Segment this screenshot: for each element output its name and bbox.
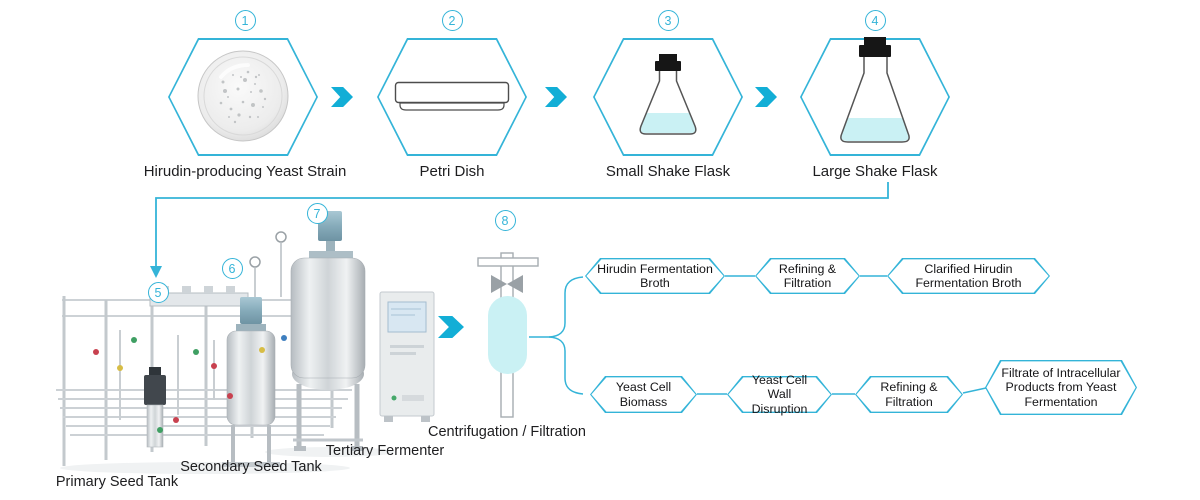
chip-label: Yeast Cell Biomass bbox=[615, 380, 672, 409]
chip-fill bbox=[856, 377, 961, 411]
chip-fill bbox=[888, 259, 1048, 292]
primary-seed-tank-graphic bbox=[144, 367, 166, 448]
secondary-seed-tank-graphic bbox=[222, 297, 280, 467]
step-6-badge: 6 bbox=[221, 257, 243, 279]
stage4-to-stage5-connector bbox=[150, 182, 889, 278]
arrow-right-icon bbox=[545, 87, 567, 107]
chip-label: Yeast Cell Wall Disruption bbox=[751, 372, 808, 416]
stage-3-label: Small Shake Flask bbox=[605, 163, 731, 180]
tertiary-fermenter-label: Tertiary Fermenter bbox=[325, 443, 445, 459]
chip-label: Hirudin Fermentation Broth bbox=[597, 261, 713, 290]
large-shake-flask-icon bbox=[840, 37, 910, 143]
chip-yeast-cell-wall-disruption: Yeast Cell Wall Disruption bbox=[727, 372, 832, 416]
stage-1-label: Hirudin-producing Yeast Strain bbox=[143, 163, 347, 180]
yeast-strain-petri-photo-icon bbox=[197, 50, 289, 142]
chip-fill bbox=[756, 259, 858, 292]
chip-yeast-cell-biomass: Yeast Cell Biomass bbox=[590, 376, 697, 413]
stage-2-hexagon bbox=[377, 38, 527, 156]
down-arrowhead-icon bbox=[150, 266, 162, 278]
stage-2-label: Petri Dish bbox=[419, 163, 485, 180]
arrow-right-icon bbox=[755, 87, 777, 107]
chip-fill bbox=[986, 361, 1135, 413]
stage-3-hexagon bbox=[593, 38, 743, 156]
valve-dots bbox=[93, 335, 287, 433]
valve-bowtie-icon bbox=[491, 275, 523, 293]
step-7-badge: 7 bbox=[306, 202, 328, 224]
step-4-badge: 4 bbox=[864, 9, 886, 31]
chip-refining-filtration-top: Refining & Filtration bbox=[755, 258, 860, 294]
secondary-seed-tank-label: Secondary Seed Tank bbox=[180, 459, 322, 475]
step-8-badge: 8 bbox=[494, 209, 516, 231]
chip-label: Refining & Filtration bbox=[880, 380, 938, 409]
petri-dish-side-icon bbox=[394, 81, 510, 111]
branch-bracket bbox=[529, 275, 987, 395]
step-5-badge: 5 bbox=[147, 281, 169, 303]
stage-1-hexagon bbox=[168, 38, 318, 156]
tertiary-fermenter-graphic bbox=[290, 211, 366, 451]
primary-seed-tank-label: Primary Seed Tank bbox=[55, 474, 179, 490]
stage-4-hexagon bbox=[800, 37, 950, 156]
arrow-right-icon bbox=[438, 316, 464, 338]
small-shake-flask-icon bbox=[639, 54, 697, 135]
stage-4-label: Large Shake Flask bbox=[812, 163, 938, 180]
control-cabinet-graphic bbox=[379, 291, 435, 422]
chip-filtrate-intracellular-products: Filtrate of Intracellular Products from … bbox=[985, 360, 1137, 415]
chip-label: Filtrate of Intracellular Products from … bbox=[1001, 365, 1121, 409]
chip-fill bbox=[586, 259, 723, 292]
step-2-badge: 2 bbox=[441, 9, 463, 31]
step-3-badge: 3 bbox=[657, 9, 679, 31]
fermentation-equipment-illustration bbox=[56, 211, 435, 474]
chip-fill bbox=[728, 377, 830, 411]
centrifugation-column-graphic bbox=[477, 252, 539, 418]
chip-refining-filtration-bottom: Refining & Filtration bbox=[855, 376, 963, 413]
arrow-right-icon bbox=[331, 87, 353, 107]
chip-label: Clarified Hirudin Fermentation Broth bbox=[915, 261, 1022, 290]
chip-hirudin-fermentation-broth: Hirudin Fermentation Broth bbox=[585, 258, 725, 294]
chip-label: Refining & Filtration bbox=[778, 261, 837, 290]
chip-fill bbox=[591, 377, 695, 411]
chip-clarified-hirudin-broth: Clarified Hirudin Fermentation Broth bbox=[887, 258, 1050, 294]
centrifugation-filtration-label: Centrifugation / Filtration bbox=[428, 424, 586, 440]
step-1-badge: 1 bbox=[234, 9, 256, 31]
